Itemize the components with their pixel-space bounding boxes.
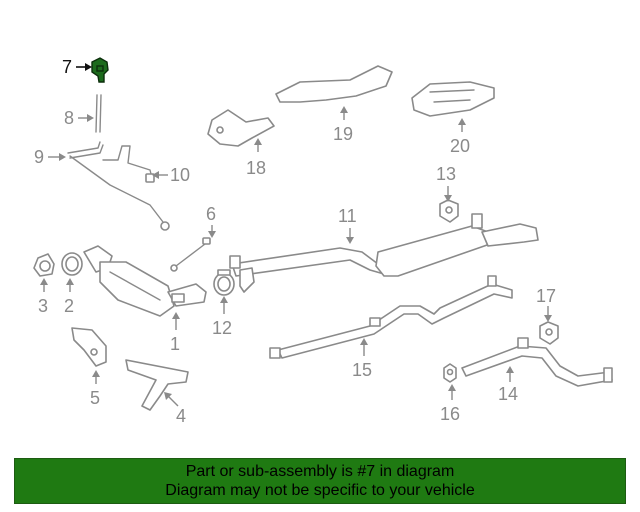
callout-17[interactable]: 17 [536, 286, 556, 306]
part-19-heat-shield[interactable] [275, 65, 393, 103]
part-4-hanger[interactable] [125, 359, 189, 411]
part-14-tailpipe[interactable] [461, 337, 613, 387]
callout-10[interactable]: 10 [170, 165, 190, 185]
callout-9[interactable]: 9 [34, 147, 44, 167]
banner-line-disclaimer: Diagram may not be specific to your vehi… [165, 482, 475, 499]
part-20-muffler-shield[interactable] [411, 81, 495, 117]
part-18-heat-shield[interactable] [207, 109, 275, 147]
callout-15[interactable]: 15 [352, 360, 372, 380]
callout-6[interactable]: 6 [206, 204, 216, 224]
callout-16[interactable]: 16 [440, 404, 460, 424]
banner-line-part: Part or sub-assembly is #7 in diagram [185, 463, 455, 480]
part-13-hanger[interactable] [439, 199, 459, 223]
callout-3[interactable]: 3 [38, 296, 48, 316]
part-11-muffler-assembly[interactable] [229, 213, 539, 293]
callout-leaders [40, 63, 552, 407]
callout-18[interactable]: 18 [246, 158, 266, 178]
exhaust-parts-diagram: 7 8 9 10 6 3 2 1 5 4 18 19 20 13 11 12 1… [33, 57, 613, 426]
part-5-bracket[interactable] [71, 327, 107, 367]
callout-20[interactable]: 20 [450, 136, 470, 156]
part-7-oxygen-sensor[interactable] [91, 57, 109, 83]
part-3-gasket[interactable] [33, 253, 55, 277]
callout-7[interactable]: 7 [62, 57, 72, 77]
callout-19[interactable]: 19 [333, 124, 353, 144]
callout-12[interactable]: 12 [212, 318, 232, 338]
callout-11[interactable]: 11 [338, 206, 357, 226]
part-12-clamp[interactable] [213, 269, 235, 296]
callout-1[interactable]: 1 [170, 334, 180, 354]
info-banner: Part or sub-assembly is #7 in diagram Di… [14, 458, 626, 504]
callout-8[interactable]: 8 [64, 108, 74, 128]
part-9-wire-harness[interactable] [67, 141, 170, 231]
part-15-pipe[interactable] [269, 275, 513, 359]
part-17-hanger[interactable] [539, 321, 559, 345]
callout-4[interactable]: 4 [176, 406, 186, 426]
callout-13[interactable]: 13 [436, 164, 456, 184]
part-10-wire[interactable] [102, 145, 155, 183]
callout-2[interactable]: 2 [64, 296, 74, 316]
callout-14[interactable]: 14 [498, 384, 518, 404]
part-6-sensor[interactable] [170, 237, 211, 272]
part-2-seal-ring[interactable] [61, 252, 83, 276]
part-8-hose[interactable] [95, 94, 102, 133]
part-1-converter[interactable] [83, 245, 207, 317]
callout-5[interactable]: 5 [90, 388, 100, 408]
callout-numbers: 7 8 9 10 6 3 2 1 5 4 18 19 20 13 11 12 1… [34, 57, 556, 426]
part-16-hanger[interactable] [443, 363, 457, 383]
